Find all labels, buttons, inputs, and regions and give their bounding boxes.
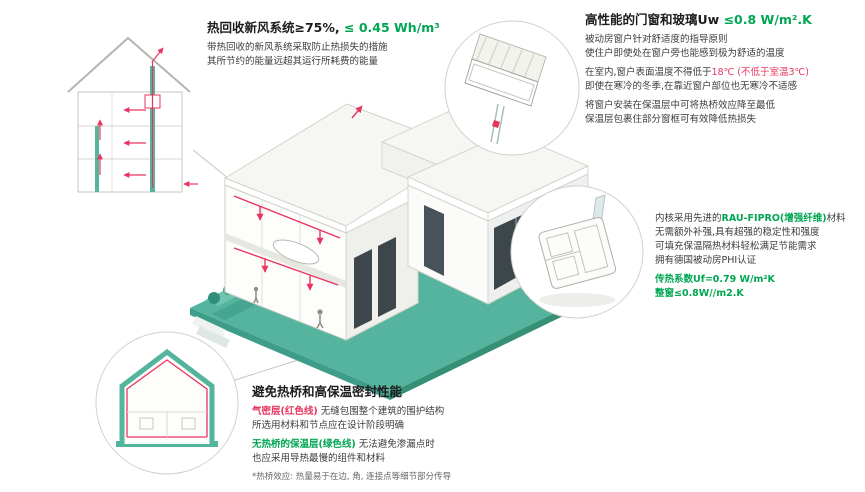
ventilation-title-value: ≤ 0.45 Wh/m³	[344, 20, 440, 35]
airflow-arrows	[97, 47, 198, 188]
thermal-footnote: *热桥效应: 热量易于在边, 角, 连接点等细节部分传导	[252, 471, 452, 482]
thermal-line-3: 无热桥的保温层(绿色线) 无法避免渗漏点时	[252, 438, 552, 452]
thermal-callout: 避免热桥和高保温密封性能 气密层(红色线) 无缝包围整个建筑的围护结构 所选用材…	[252, 384, 552, 483]
windows-line-3-red: 18℃ (不低于室温3℃)	[711, 66, 809, 78]
windows-title-value: ≤0.8 W/m².K	[723, 12, 812, 27]
ventilation-title-text: 热回收新风系统≥75%,	[207, 20, 344, 35]
ventilation-line-1: 带热回收的新风系统采取防止热损失的措施	[207, 41, 388, 53]
windows-line-3-text: 在室内,窗户表面温度不得低于	[585, 66, 712, 78]
windows-title: 高性能的门窗和玻璃Uw ≤0.8 W/m².K	[585, 12, 861, 28]
main-house-illustration	[190, 103, 590, 400]
windows-title-text: 高性能的门窗和玻璃Uw	[585, 12, 724, 27]
profile-uw-value: 整窗≤0.8W//m2.K	[655, 288, 744, 300]
profile-line-1: 内核采用先进的RAU-FIPRO(增强纤维)材料	[655, 212, 861, 226]
profile-line-3: 可填充保温隔热材料轻松满足节能需求	[655, 241, 817, 253]
windows-line-1: 被动房窗户针对舒适度的指导原则	[585, 33, 728, 45]
insulation-layer-line	[119, 348, 215, 444]
profile-line-1-text: 内核采用先进的	[655, 213, 722, 224]
thermal-line-1-text: 无缝包围整个建筑的围护结构	[317, 405, 445, 417]
window-detail-circle-illustration	[444, 20, 580, 156]
person-figure	[253, 286, 324, 329]
windows-line-4: 即使在寒冷的冬季,在靠近窗户部位也无寒冷不适感	[585, 80, 798, 92]
thermal-section-circle-illustration	[95, 331, 239, 475]
ventilation-callout: 热回收新风系统≥75%, ≤ 0.45 Wh/m³ 带热回收的新风系统采取防止热…	[207, 20, 507, 69]
profile-callout: 内核采用先进的RAU-FIPRO(增强纤维)材料 无需额外补强,具有超强的稳定性…	[655, 212, 861, 301]
profile-line-1-material: RAU-FIPRO(增强纤维)	[721, 213, 827, 224]
thermal-line-3-text: 无法避免渗漏点时	[355, 438, 435, 450]
ventilation-line-2: 其所节约的能量远超其运行所耗费的能量	[207, 55, 379, 67]
windows-line-5: 将窗户安装在保温层中可将热桥效应降至最低	[585, 99, 776, 111]
ventilation-section-illustration	[67, 36, 198, 193]
windows-line-3: 在室内,窗户表面温度不得低于18℃ (不低于室温3℃)	[585, 66, 861, 80]
window-frame-section	[464, 58, 539, 107]
ventilation-title: 热回收新风系统≥75%, ≤ 0.45 Wh/m³	[207, 20, 507, 36]
bathtub	[272, 239, 320, 265]
profile-line-2: 无需额外补强,具有超强的稳定性和强度	[655, 227, 820, 239]
window-profile-circle-illustration	[510, 185, 644, 319]
windows-callout: 高性能的门窗和玻璃Uw ≤0.8 W/m².K 被动房窗户针对舒适度的指导原则 …	[585, 12, 861, 127]
ventilation-ducts	[233, 105, 363, 291]
thermal-line-4: 也应采用导热最慢的组件和材料	[252, 452, 386, 464]
thermal-line-1: 气密层(红色线) 无缝包围整个建筑的围护结构	[252, 405, 552, 419]
profile-line-4: 拥有德国被动房PHI认证	[655, 255, 757, 267]
thermal-insulation-label: 无热桥的保温层(绿色线)	[252, 438, 356, 450]
thermal-line-2: 所选用材料和节点应在设计阶段明确	[252, 419, 405, 431]
profile-line-1-post: 材料	[826, 213, 846, 224]
windows-line-2: 使住户即使处在窗户旁也能感到极为舒适的温度	[585, 47, 785, 59]
glass-door	[354, 249, 372, 329]
window-profile-section	[538, 217, 617, 289]
shrub-icon	[208, 292, 220, 304]
profile-uf-value: 传热系数Uf=0.79 W/m²K	[655, 274, 775, 286]
thermal-title: 避免热桥和高保温密封性能	[252, 384, 403, 399]
windows-line-6: 保温层包裹住部分窗框可有效降低热损失	[585, 113, 757, 125]
thermal-airtight-label: 气密层(红色线)	[252, 405, 318, 417]
